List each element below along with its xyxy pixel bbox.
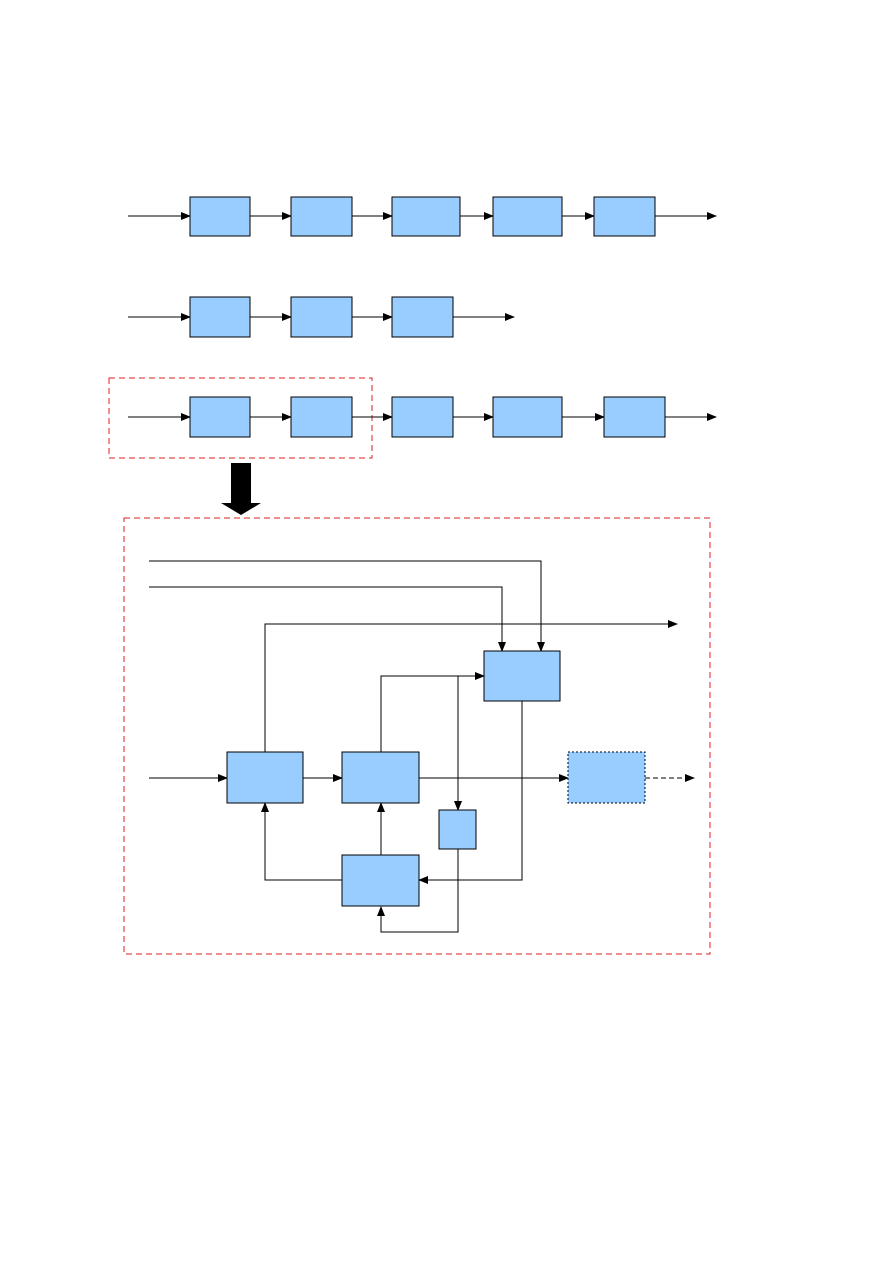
feed-line-second [149,586,506,652]
row3-block-3 [391,396,454,438]
row3-block-5 [603,396,666,438]
detail-diagram [123,517,711,955]
row1-block-4 [492,196,563,237]
upper-right-to-bottom-block [418,701,523,884]
row3-block-2 [290,396,353,438]
pipeline-row-2 [128,296,515,338]
row1-block-3 [391,196,461,237]
detail-block-a [226,751,304,804]
detail-block-bottom [341,854,420,907]
detail-block-upper-right [483,650,561,702]
row3-block-4 [492,396,563,438]
block-b-to-upper-right [380,672,485,752]
detail-block-b [341,751,420,804]
highlight-box-small [108,377,373,459]
pipeline-row-3 [108,377,717,459]
bottom-block-to-a [261,802,342,881]
detail-block-optional-output [567,751,646,804]
highlight-box-large [123,517,711,955]
pipeline-row-1 [128,196,717,237]
feed-line-top [149,560,545,652]
block-a-up-output [264,620,678,752]
row1-block-2 [290,196,353,237]
row2-block-2 [290,296,353,338]
small-block-to-bottom-block [377,849,459,933]
row1-block-1 [189,196,251,237]
row2-block-1 [189,296,251,338]
detail-block-small [438,809,477,850]
row1-block-5 [593,196,656,237]
big-down-arrow-icon [221,463,261,515]
row3-block-1 [189,396,251,438]
row2-block-3 [391,296,454,338]
